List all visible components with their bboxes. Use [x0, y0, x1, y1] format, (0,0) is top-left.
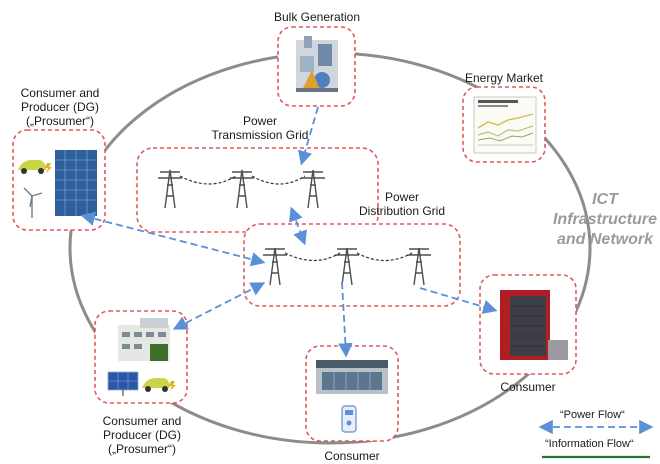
- prosumer-bottom-label: Consumer and Producer (DG) („Prosumer“): [102, 414, 182, 456]
- smart-meter-icon: [341, 405, 357, 433]
- electric-car-icon: [18, 160, 52, 174]
- residential-building-icon: [118, 318, 170, 361]
- distribution-pylons: [263, 247, 431, 286]
- power-flow-prosumer-top: [80, 211, 266, 267]
- consumer-right-label: Consumer: [500, 380, 556, 394]
- power-flow-generation-to-transmission: [298, 106, 319, 166]
- power-flow-consumer-right: [419, 287, 498, 314]
- power-flow-transmission-to-distribution: [289, 206, 307, 246]
- transmission-grid-label: Power Transmission Grid: [211, 114, 309, 142]
- office-building-icon: [55, 150, 97, 216]
- distribution-grid-label: Power Distribution Grid: [358, 190, 446, 218]
- energy-market-label: Energy Market: [464, 71, 544, 85]
- transmission-pylons: [158, 169, 325, 209]
- power-flow-arrows: [80, 106, 498, 358]
- legend-information-flow-label: “Information Flow“: [545, 438, 634, 450]
- electric-car-icon-bottom: [142, 378, 176, 392]
- power-flow-consumer-bottom: [338, 281, 353, 358]
- bulk-generation-label: Bulk Generation: [273, 10, 361, 24]
- commercial-building-icon: [316, 360, 388, 394]
- solar-panel-icon: [107, 371, 139, 396]
- red-building-icon: [500, 290, 568, 360]
- ict-infrastructure-label: ICT Infrastructure and Network: [552, 191, 658, 248]
- power-plant-icon: [296, 36, 338, 92]
- market-chart-icon: [473, 96, 537, 154]
- transmission-lines: [179, 175, 306, 185]
- power-flow-prosumer-bottom: [172, 282, 266, 330]
- legend-power-flow-label: “Power Flow“: [560, 409, 625, 421]
- distribution-grid-node[interactable]: [243, 223, 461, 307]
- consumer-bottom-label: Consumer: [324, 449, 380, 463]
- prosumer-top-label: Consumer and Producer (DG) („Prosumer“): [20, 86, 100, 128]
- wind-turbine-icon: [23, 187, 43, 218]
- distribution-lines: [284, 252, 413, 262]
